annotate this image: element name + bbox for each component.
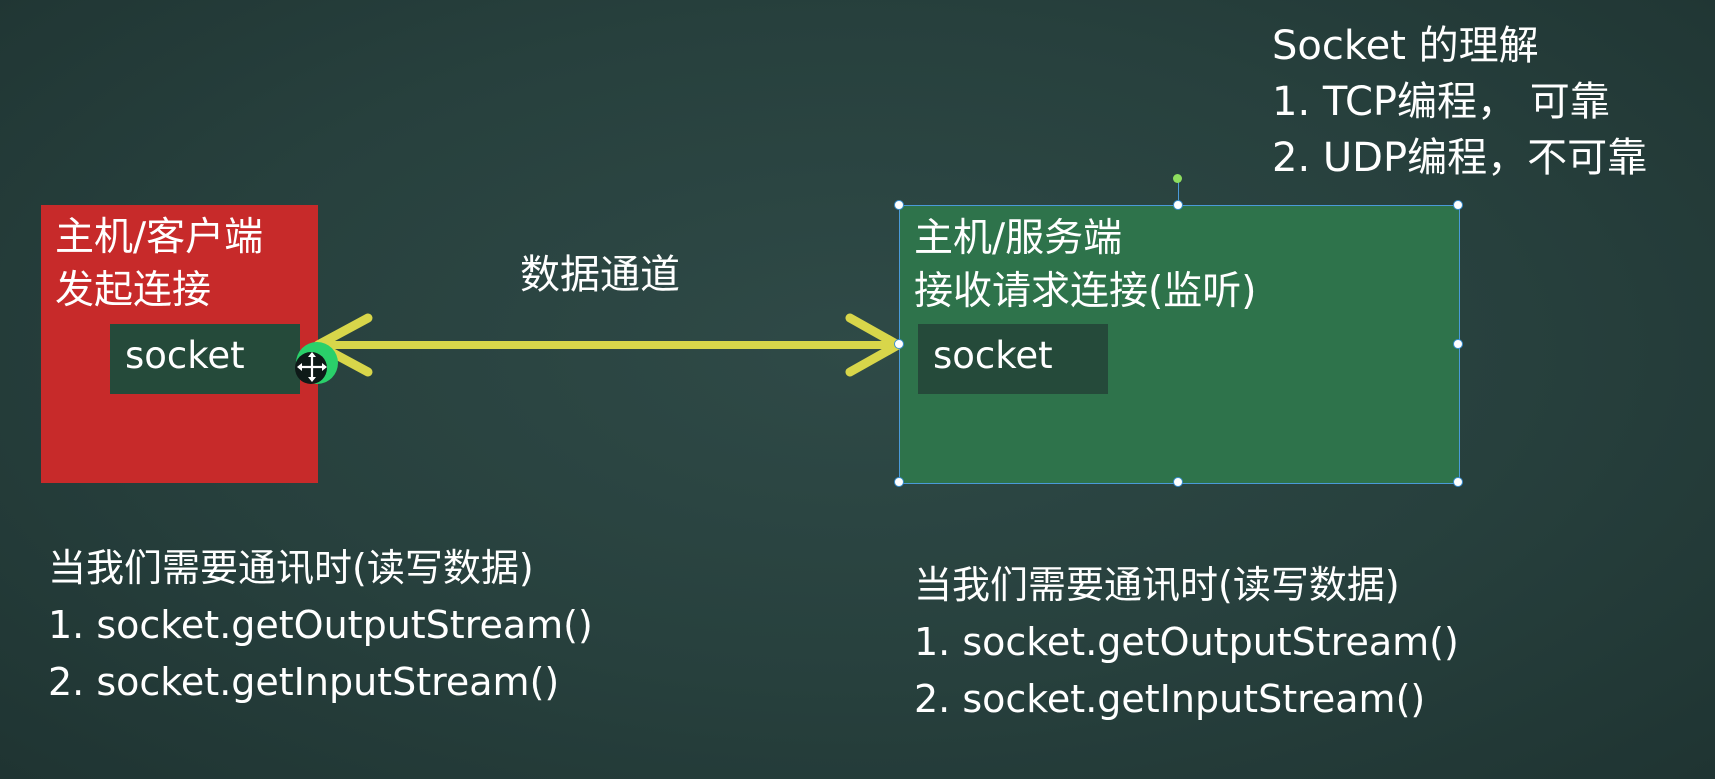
client-note-output-stream: 1. socket.getOutputStream(): [48, 603, 593, 647]
resize-handle-bottom-right[interactable]: [1453, 477, 1463, 487]
resize-handle-left[interactable]: [894, 339, 904, 349]
socket-understanding-title: Socket 的理解: [1272, 23, 1539, 69]
resize-handle-bottom-left[interactable]: [894, 477, 904, 487]
resize-handle-top-right[interactable]: [1453, 200, 1463, 210]
rotation-connector: [1178, 181, 1179, 205]
server-note-output-stream: 1. socket.getOutputStream(): [914, 620, 1459, 664]
client-communication-note: 当我们需要通讯时(读写数据) 1. socket.getOutputStream…: [48, 540, 593, 711]
rotation-handle[interactable]: [1173, 174, 1182, 183]
server-socket-box[interactable]: socket: [918, 324, 1108, 394]
client-socket-box[interactable]: socket: [110, 324, 300, 394]
socket-understanding-note: Socket 的理解 1. TCP编程， 可靠 2. UDP编程，不可靠: [1272, 18, 1647, 186]
server-host-label: 主机/服务端: [914, 216, 1123, 261]
data-channel-label: 数据通道: [520, 252, 680, 298]
move-cursor-icon: [295, 342, 338, 384]
resize-handle-top-left[interactable]: [894, 200, 904, 210]
resize-handle-right[interactable]: [1453, 339, 1463, 349]
server-host-title: 主机/服务端 接收请求连接(监听): [914, 212, 1256, 318]
resize-handle-bottom[interactable]: [1173, 477, 1183, 487]
resize-handle-top[interactable]: [1173, 200, 1183, 210]
server-note-heading: 当我们需要通讯时(读写数据): [914, 563, 1400, 607]
client-host-label: 主机/客户端: [55, 215, 264, 260]
arrow-head-right: [845, 313, 903, 377]
server-communication-note: 当我们需要通讯时(读写数据) 1. socket.getOutputStream…: [914, 557, 1459, 728]
client-initiate-label: 发起连接: [55, 268, 212, 313]
socket-understanding-item-udp: 2. UDP编程，不可靠: [1272, 135, 1648, 181]
server-note-input-stream: 2. socket.getInputStream(): [914, 677, 1426, 721]
client-host-title: 主机/客户端 发起连接: [55, 211, 263, 317]
client-note-heading: 当我们需要通讯时(读写数据): [48, 546, 534, 590]
server-listen-label: 接收请求连接(监听): [914, 269, 1257, 314]
client-note-input-stream: 2. socket.getInputStream(): [48, 660, 560, 704]
socket-understanding-item-tcp: 1. TCP编程， 可靠: [1272, 79, 1610, 125]
